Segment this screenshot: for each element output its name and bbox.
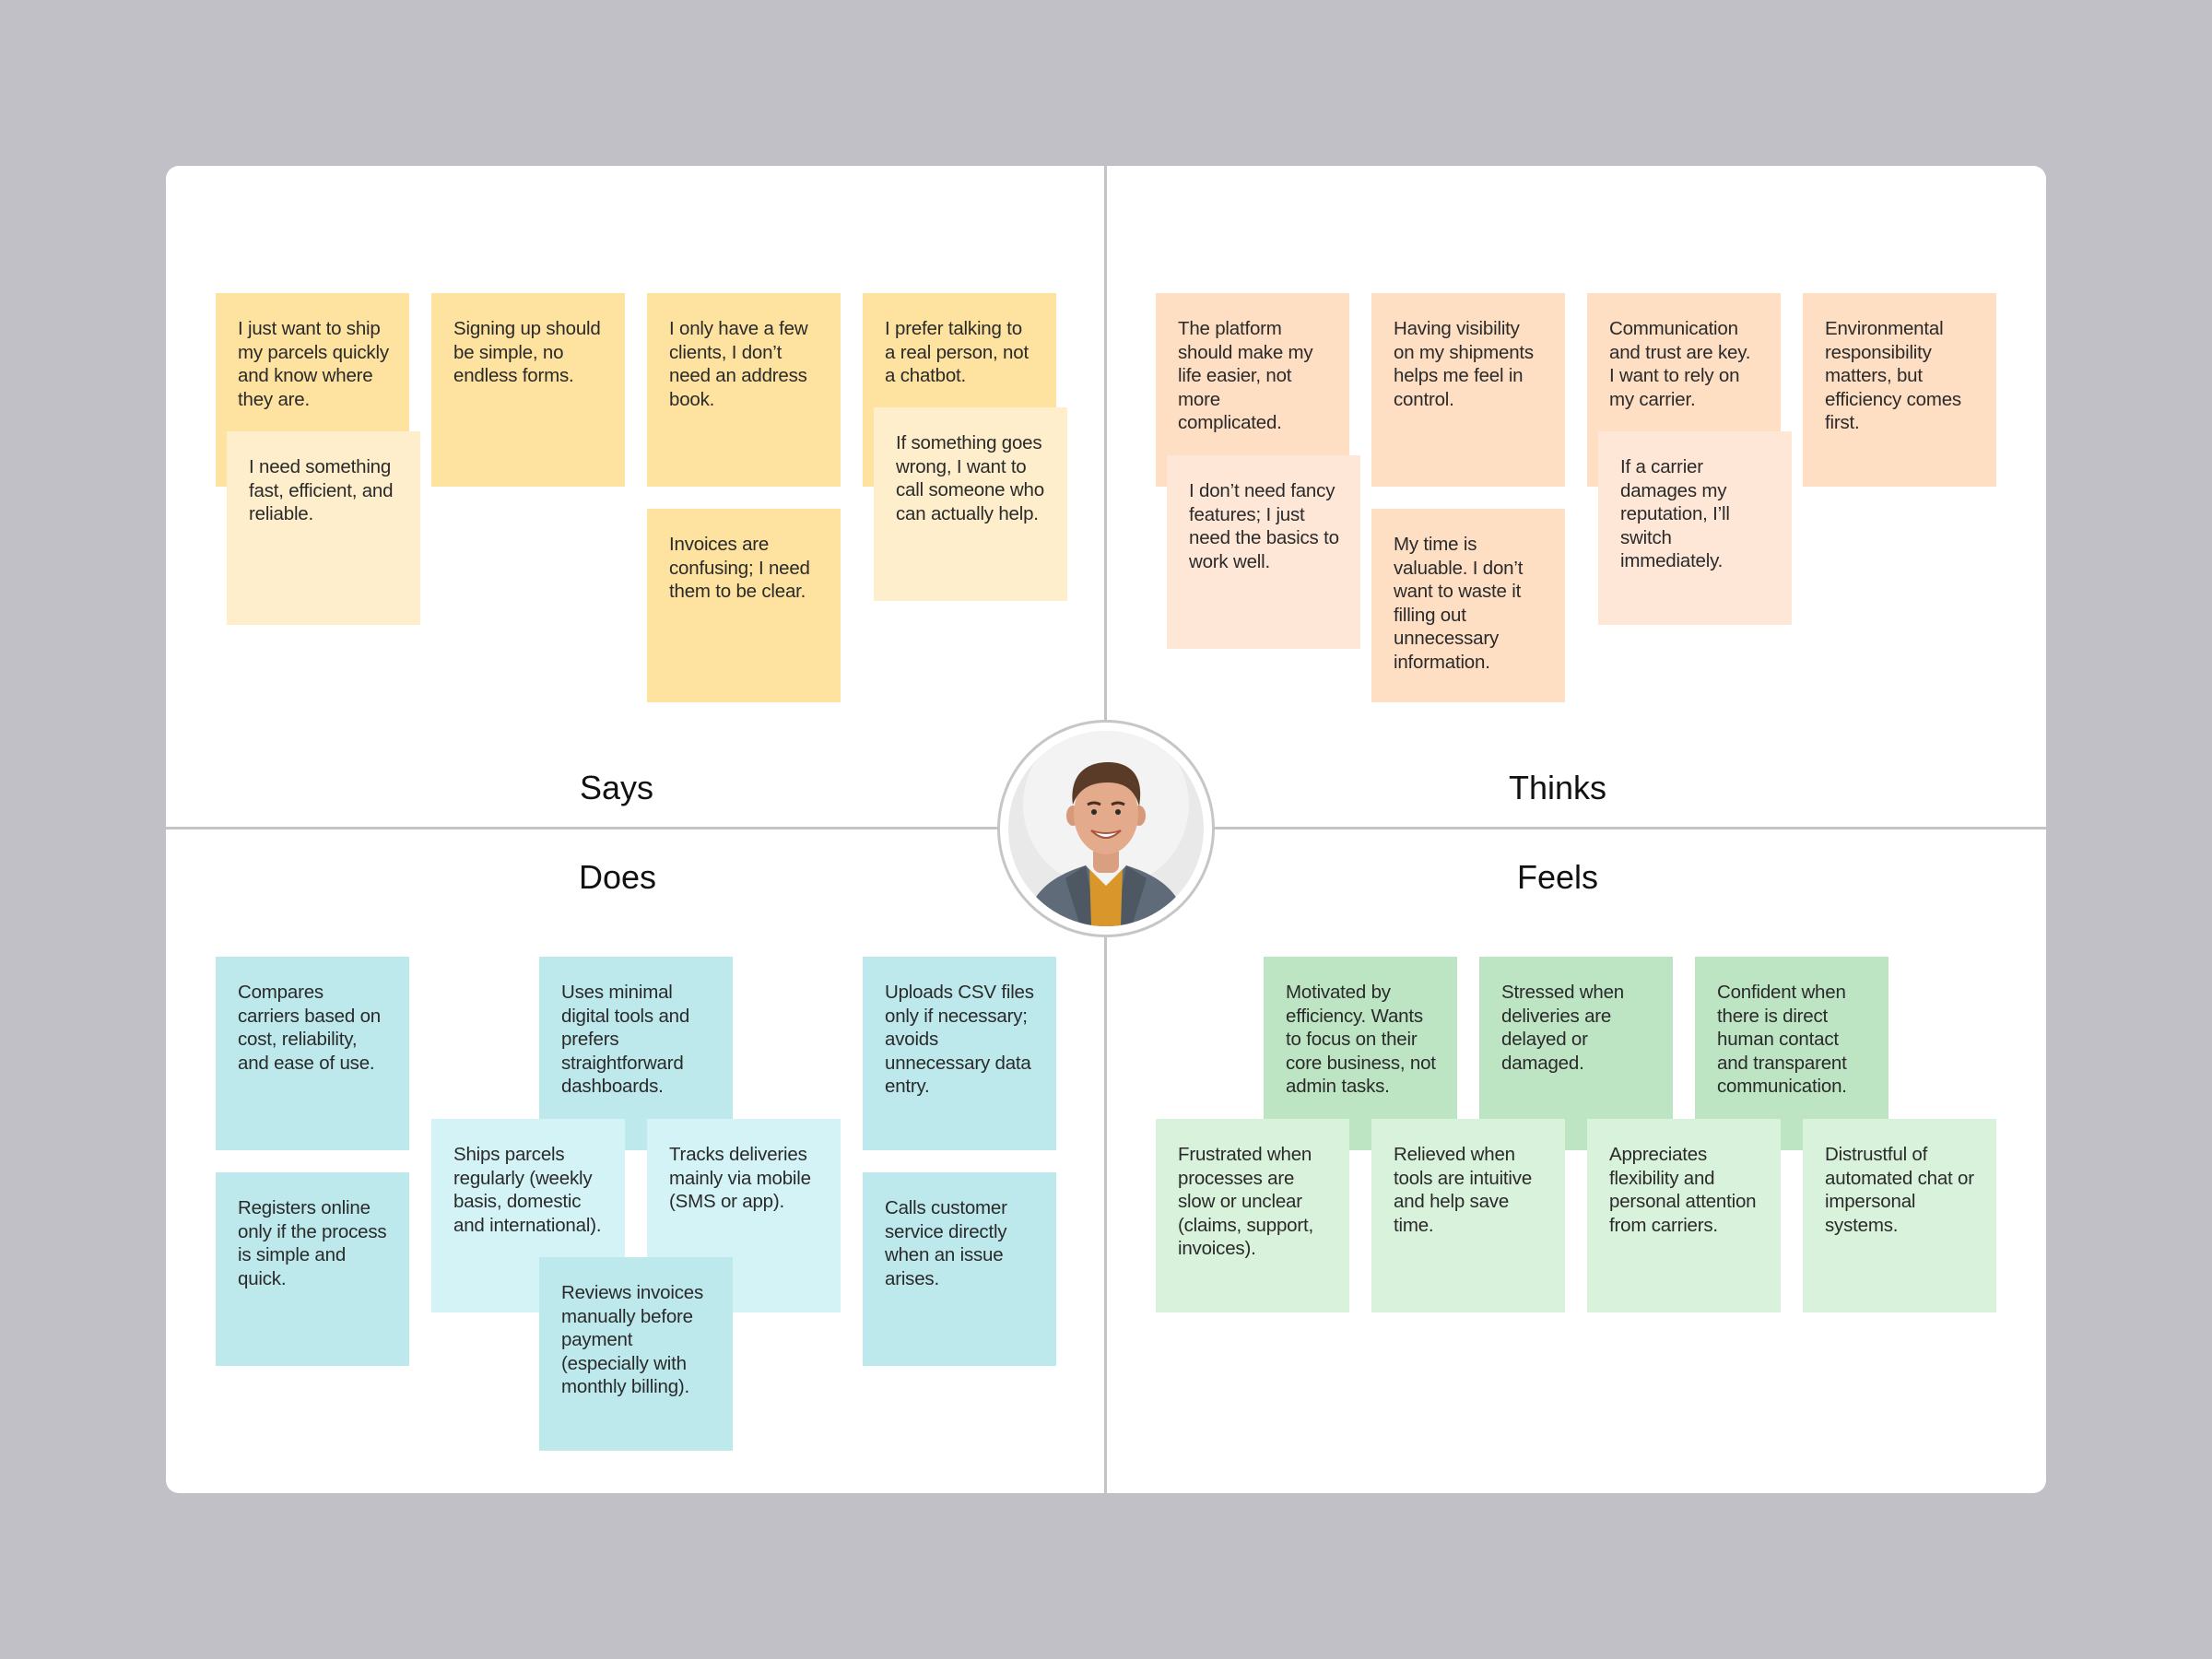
persona-avatar [997, 720, 1215, 937]
thinks-note[interactable]: I don’t need fancy features; I just need… [1167, 455, 1360, 649]
feels-note[interactable]: Appreciates flexibility and personal att… [1587, 1119, 1781, 1312]
does-label: Does [433, 861, 802, 894]
thinks-note[interactable]: Environmental responsibility matters, bu… [1803, 293, 1996, 487]
says-note[interactable]: I need something fast, efficient, and re… [227, 431, 420, 625]
does-note[interactable]: Reviews invoices manually before payment… [539, 1257, 733, 1451]
feels-note[interactable]: Frustrated when processes are slow or un… [1156, 1119, 1349, 1312]
persona-portrait-icon [1008, 731, 1204, 926]
does-note[interactable]: Compares carriers based on cost, reliabi… [216, 957, 409, 1150]
says-label: Says [432, 771, 801, 805]
says-note[interactable]: Signing up should be simple, no endless … [431, 293, 625, 487]
does-note[interactable]: Uploads CSV files only if necessary; avo… [863, 957, 1056, 1150]
thinks-label: Thinks [1373, 771, 1742, 805]
says-note[interactable]: I only have a few clients, I don’t need … [647, 293, 841, 487]
does-note[interactable]: Registers online only if the process is … [216, 1172, 409, 1366]
thinks-note[interactable]: Having visibility on my shipments helps … [1371, 293, 1565, 487]
thinks-note[interactable]: My time is valuable. I don’t want to was… [1371, 509, 1565, 702]
feels-note[interactable]: Relieved when tools are intuitive and he… [1371, 1119, 1565, 1312]
does-note[interactable]: Calls customer service directly when an … [863, 1172, 1056, 1366]
feels-note[interactable]: Distrustful of automated chat or imperso… [1803, 1119, 1996, 1312]
says-note[interactable]: If something goes wrong, I want to call … [874, 407, 1067, 601]
says-note[interactable]: Invoices are confusing; I need them to b… [647, 509, 841, 702]
feels-label: Feels [1373, 861, 1742, 894]
empathy-map-board: Says Thinks Does Feels I just want to sh… [166, 166, 2046, 1493]
thinks-note[interactable]: If a carrier damages my reputation, I’ll… [1598, 431, 1792, 625]
